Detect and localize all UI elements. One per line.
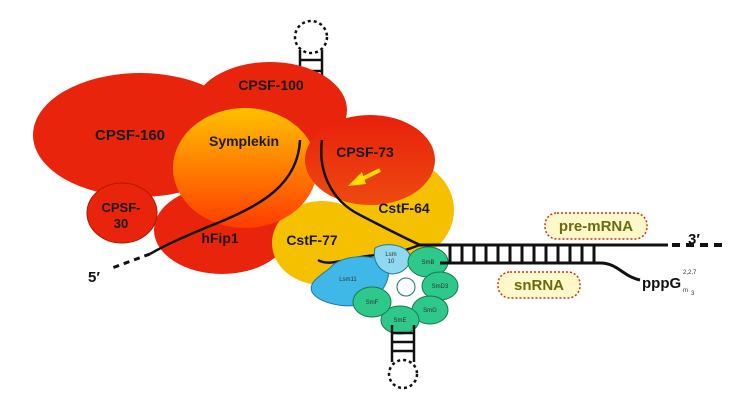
cap-label: pppG	[642, 275, 681, 292]
snrna-label: snRNA	[514, 277, 564, 294]
lsm10-label-line2: 10	[388, 259, 395, 265]
cpsf73-label: CPSF-73	[336, 144, 394, 160]
cpsf73-blob	[305, 115, 435, 205]
symplekin-label: Symplekin	[209, 133, 279, 149]
pre-mrna-label: pre-mRNA	[559, 218, 633, 235]
cap-subscript-m: m	[683, 288, 688, 294]
lsm10-subunit	[373, 244, 411, 275]
cstf64-label: CstF-64	[378, 200, 430, 216]
ring-center	[396, 277, 416, 297]
five-prime-label: 5′	[88, 269, 100, 286]
cstf77-label: CstF-77	[286, 232, 338, 248]
cpsf160-label: CPSF-160	[95, 127, 165, 144]
rna-duplex	[420, 243, 726, 282]
sme-label: SmE	[393, 318, 406, 324]
cpsf30-label-line1: CPSF-	[102, 200, 141, 215]
hfip1-label: hFip1	[201, 230, 239, 246]
bottom-stem-loop	[387, 325, 419, 390]
cpsf30-label-line2: 30	[114, 216, 128, 231]
symplekin-blob	[173, 108, 317, 228]
cap-superscript: 2,2,7	[683, 270, 697, 276]
lsm10-label-line1: Lsm	[385, 252, 396, 258]
cap-subscript-index: 3	[691, 291, 695, 297]
smf-label: SmF	[366, 300, 379, 306]
smb-label: SmB	[421, 260, 434, 266]
smf-subunit	[352, 286, 392, 318]
smg-label: SmG	[423, 308, 437, 314]
lsm-ring	[310, 244, 459, 335]
cpsf30-blob	[86, 182, 158, 244]
three-prime-label: 3′	[688, 231, 700, 248]
pre-mrna-tag: pre-mRNA	[544, 212, 648, 240]
arrow-icon	[348, 168, 381, 186]
cpsf100-label: CPSF-100	[238, 77, 304, 93]
snrna-tag: snRNA	[497, 271, 581, 299]
lsm11-label: Lsm11	[339, 277, 357, 283]
smd3-label: SmD3	[432, 284, 449, 290]
